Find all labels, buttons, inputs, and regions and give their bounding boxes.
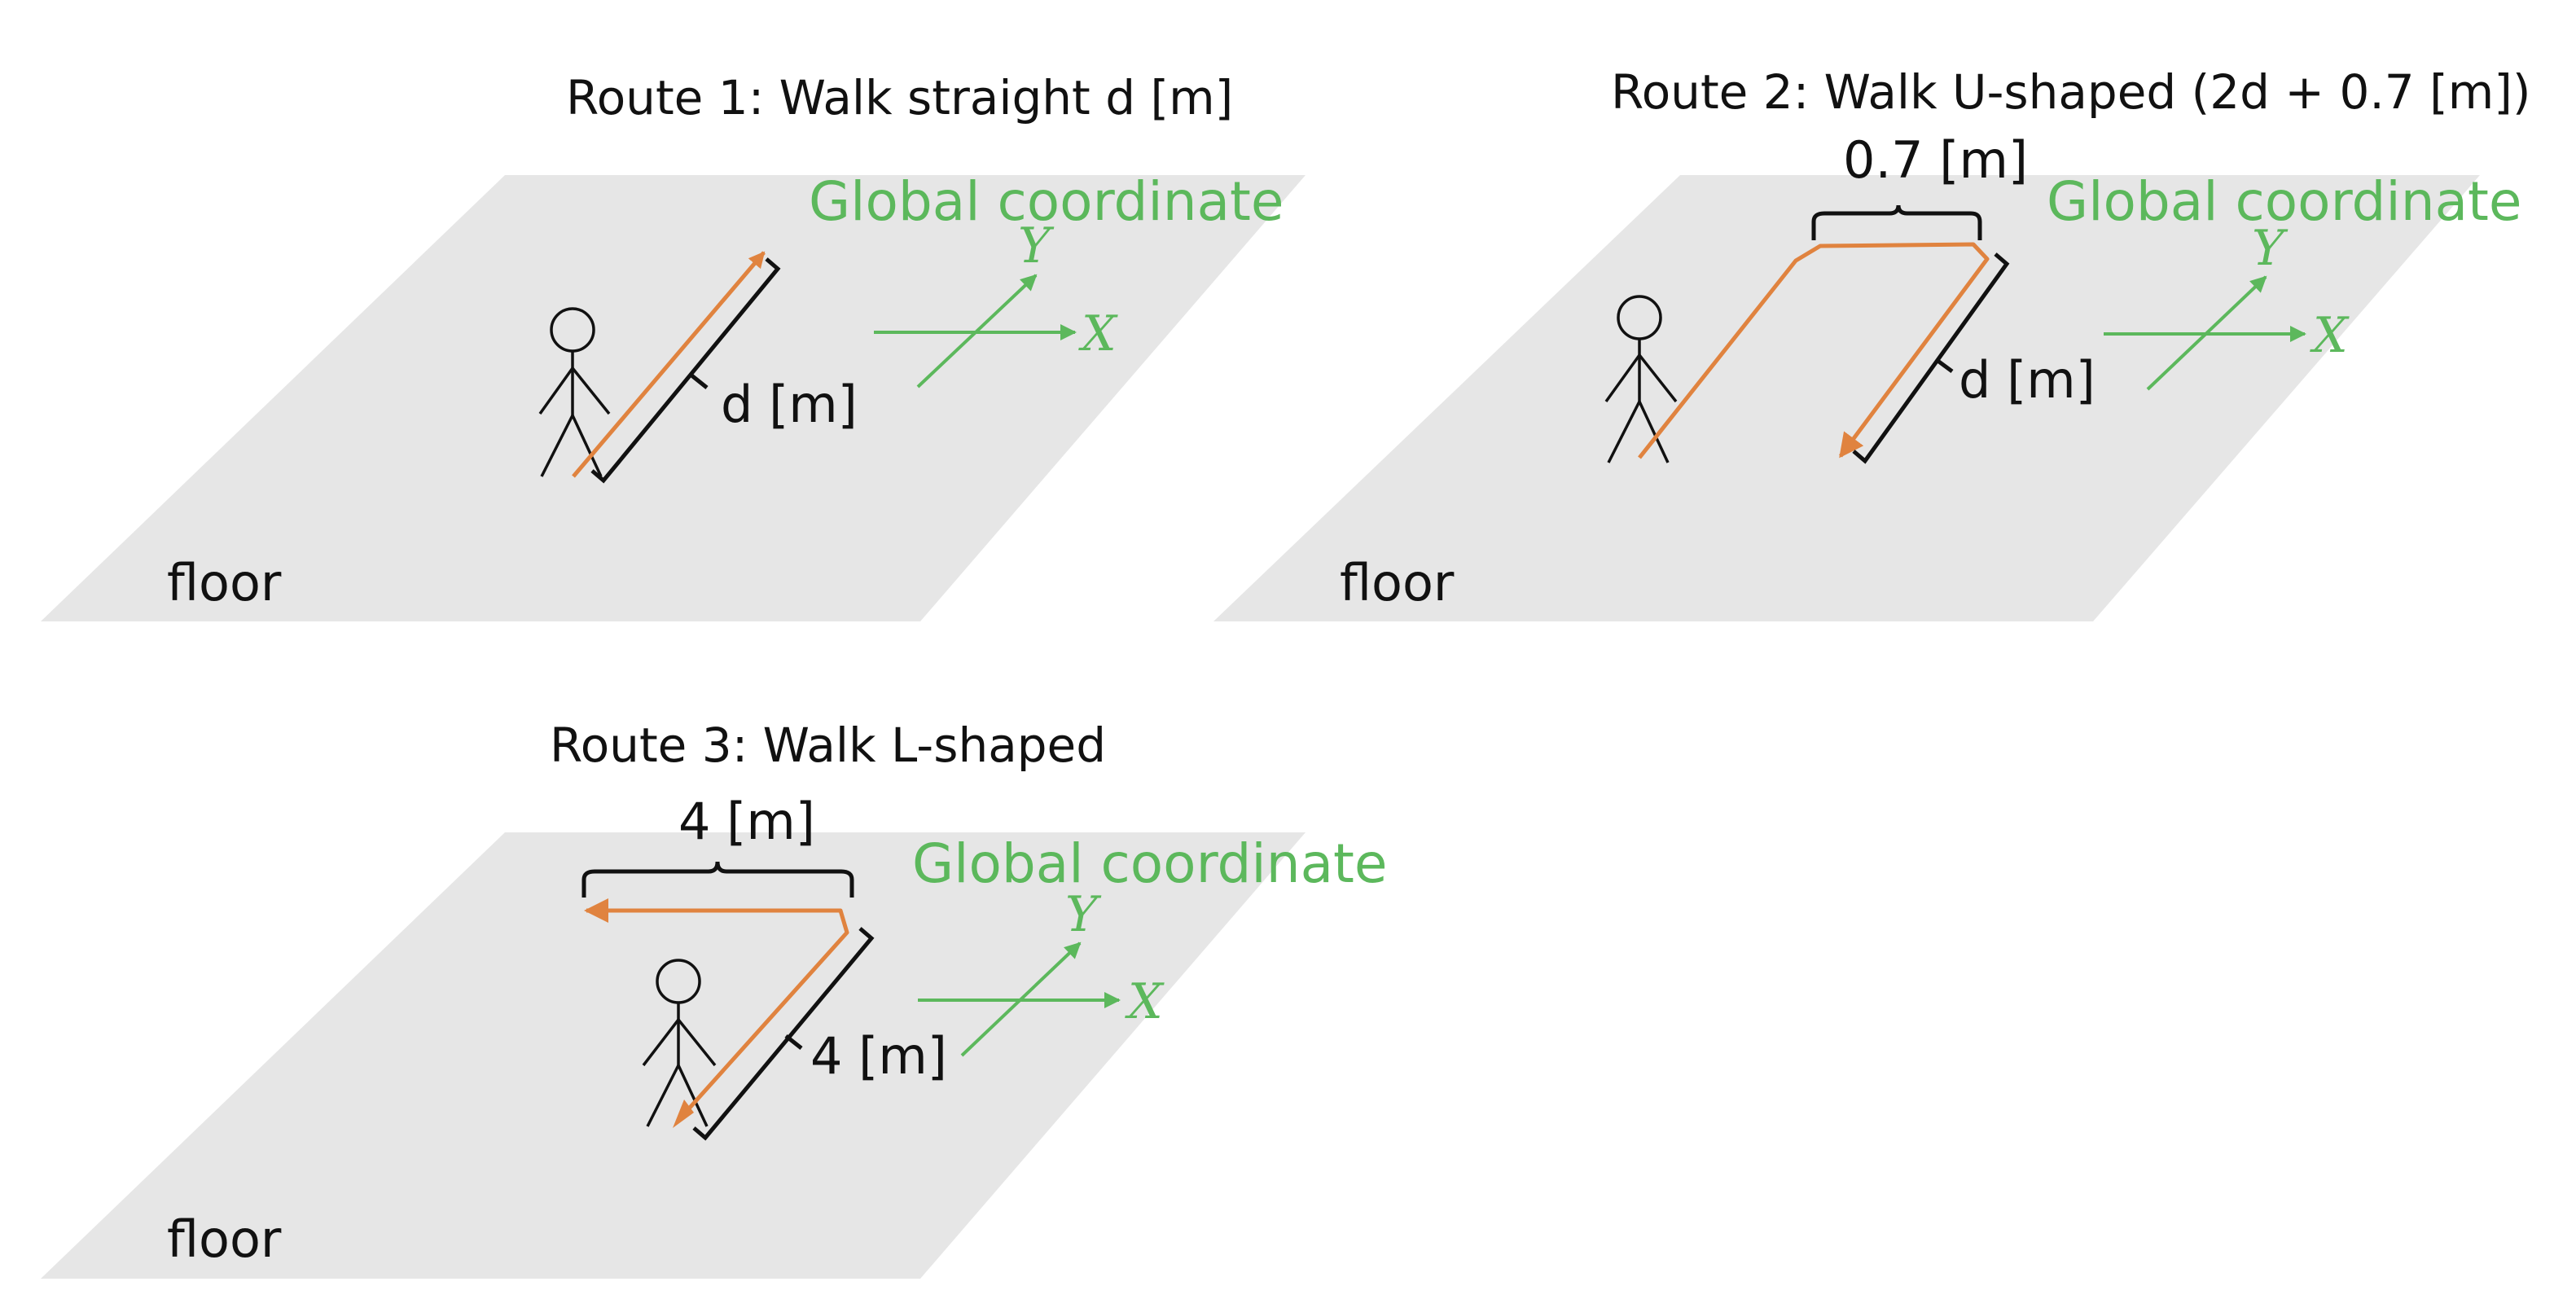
floor-label: floor (1340, 553, 1455, 612)
walk-path-arrow (584, 898, 849, 1117)
person-figure (1604, 295, 1678, 463)
dimension-label-side: 4 [m] (810, 1026, 947, 1086)
width-brace (581, 861, 854, 898)
dimension-label-d: d [m] (721, 375, 858, 434)
dimension-label-d: d [m] (1959, 350, 2095, 410)
floor-plane (41, 832, 1306, 1279)
coordinate-title: Global coordinate (2047, 170, 2522, 233)
y-axis-label: Y (2252, 220, 2289, 277)
coordinate-title: Global coordinate (809, 170, 1284, 233)
y-axis-label: Y (1065, 886, 1102, 943)
floor-plane (1213, 175, 2480, 621)
x-axis-label: X (1078, 305, 1118, 362)
y-axis-arrow (2146, 275, 2267, 391)
person-figure (642, 959, 717, 1127)
coordinate-title: Global coordinate (912, 832, 1388, 895)
brace-tip (689, 373, 709, 389)
route-title: Route 1: Walk straight d [m] (566, 70, 1233, 125)
brace-tip (784, 1034, 803, 1050)
route-title: Route 3: Walk L-shaped (550, 718, 1106, 773)
floor-label: floor (167, 1209, 282, 1269)
dimension-label-top: 4 [m] (678, 792, 815, 851)
dimension-brace (1852, 252, 2010, 464)
floor-label: floor (167, 553, 282, 612)
route-1-panel: Route 1: Walk straight d [m] Global coor… (41, 70, 1306, 621)
x-axis-label: X (2310, 307, 2350, 364)
walk-path-arrow (572, 251, 766, 478)
x-axis-label: X (1125, 973, 1165, 1030)
route-2-panel: Route 2: Walk U-shaped (2d + 0.7 [m]) 0.… (1213, 64, 2531, 621)
walk-path-arrow (1638, 242, 1990, 459)
y-axis-label: Y (1018, 217, 1055, 274)
y-axis-arrow (960, 941, 1082, 1057)
brace-tip (1935, 358, 1954, 374)
dimension-label-width: 0.7 [m] (1843, 130, 2028, 190)
y-axis-arrow (916, 274, 1038, 388)
walk-path-start-marker (673, 1100, 694, 1128)
route-title: Route 2: Walk U-shaped (2d + 0.7 [m]) (1611, 64, 2531, 120)
person-figure (538, 307, 611, 477)
route-3-panel: Route 3: Walk L-shaped 4 [m] Global coor… (41, 718, 1388, 1279)
width-brace (1811, 204, 1982, 240)
